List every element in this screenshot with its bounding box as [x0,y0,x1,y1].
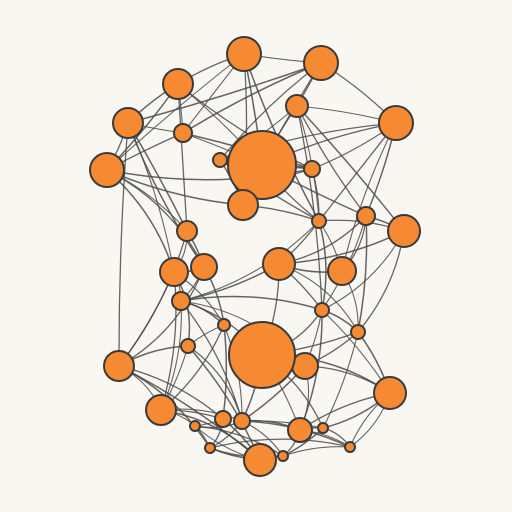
graph-edge [282,446,351,457]
graph-node-n2 [303,45,339,81]
graph-edge [357,215,368,333]
graph-node-n22 [314,302,330,318]
graph-node-n35 [243,443,277,477]
graph-node-n3 [378,105,414,141]
graph-node-n9 [212,152,228,168]
graph-edge [194,425,284,457]
graph-edge [177,83,188,232]
graph-node-n15 [176,220,198,242]
graph-node-n30 [233,412,251,430]
graph-node-n21 [171,291,191,311]
graph-node-n6 [285,94,309,118]
graph-node-n18 [262,247,296,281]
graph-node-n19 [190,253,218,281]
graph-node-n5 [112,107,144,139]
graph-node-n28 [217,318,231,332]
graph-node-n32 [214,410,232,428]
graph-edge [296,105,367,217]
graph-node-n34 [317,422,329,434]
graph-edge [318,220,327,311]
graph-edge [209,438,351,449]
graph-edge [180,295,323,311]
graph-node-n17 [327,256,357,286]
graph-edge [187,345,243,422]
graph-node-n24 [103,350,135,382]
graph-node-n27 [228,321,296,389]
graph-edge [322,331,359,429]
graph-node-n10 [227,189,259,221]
graph-node-n36 [189,420,201,432]
graph-node-n38 [204,442,216,454]
graph-node-n25 [180,338,196,354]
graph-node-n11 [303,160,321,178]
graph-node-n13 [89,152,125,188]
graph-node-n14 [311,213,327,229]
graph-node-n4 [162,68,194,100]
graph-node-n37 [277,450,289,462]
graph-node-n1 [226,36,262,72]
graph-node-n31 [287,417,313,443]
graph-edge [296,105,323,311]
graph-edge [222,324,228,420]
graph-node-n29 [145,394,177,426]
graph-edge [180,220,320,302]
graph-edge [118,122,129,367]
graph-edge [127,122,205,268]
graph-edge [296,105,405,232]
graph-node-n16 [387,214,421,248]
graph-node-n20 [159,257,189,287]
graph-node-n39 [344,441,356,453]
graph-edge [127,62,322,124]
graph-node-n23 [350,324,366,340]
graph-node-n8 [173,123,193,143]
node-layer [89,36,421,477]
graph-node-n7 [227,130,297,200]
graph-node-n12 [356,206,376,226]
graph-node-n33 [373,376,407,410]
